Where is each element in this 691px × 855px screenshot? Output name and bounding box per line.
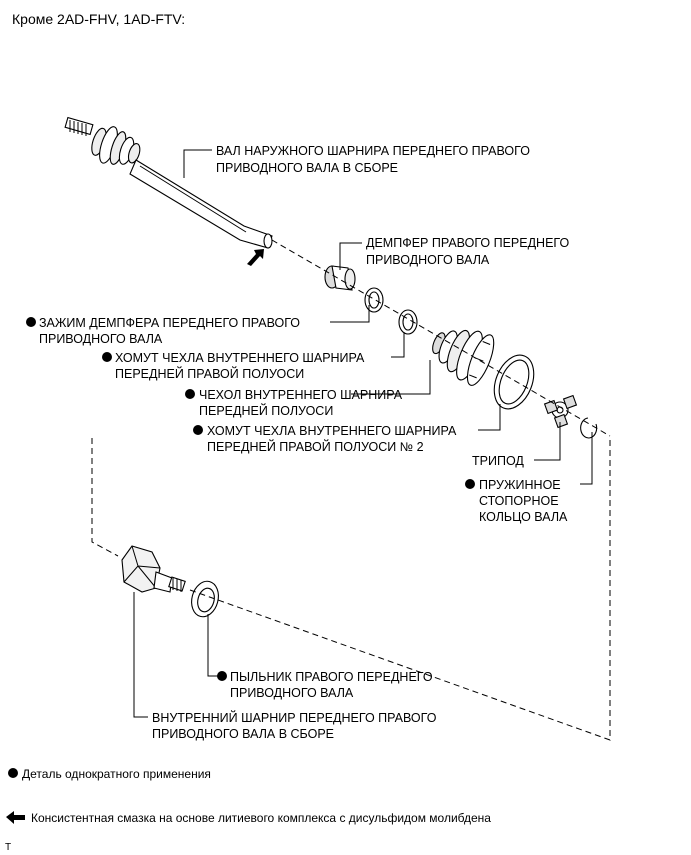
legend-non-reusable: Деталь однократного применения: [22, 767, 211, 781]
dust-cover-drawing: [191, 580, 219, 618]
label-snap-ring-line2: СТОПОРНОЕ: [479, 494, 559, 508]
label-damper-clamp: ЗАЖИМ ДЕМПФЕРА ПЕРЕДНЕГО ПРАВОГО ПРИВОДН…: [26, 316, 300, 346]
non-reusable-marker-icon: [185, 389, 195, 399]
label-snap-ring-line1: ПРУЖИННОЕ: [479, 478, 561, 492]
non-reusable-marker-icon: [465, 479, 475, 489]
label-damper-line1: ДЕМПФЕР ПРАВОГО ПЕРЕДНЕГО: [366, 236, 569, 250]
label-damper: ДЕМПФЕР ПРАВОГО ПЕРЕДНЕГО ПРИВОДНОГО ВАЛ…: [366, 236, 569, 267]
label-boot-clamp-line1: ХОМУТ ЧЕХЛА ВНУТРЕННЕГО ШАРНИРА: [115, 351, 365, 365]
label-damper-line2: ПРИВОДНОГО ВАЛА: [366, 253, 490, 267]
label-damper-clamp-line1: ЗАЖИМ ДЕМПФЕРА ПЕРЕДНЕГО ПРАВОГО: [39, 316, 300, 330]
grease-legend-arrow-icon: [6, 811, 25, 824]
non-reusable-legend-icon: [8, 768, 18, 778]
label-inner-joint: ВНУТРЕННИЙ ШАРНИР ПЕРЕДНЕГО ПРАВОГО ПРИВ…: [152, 710, 437, 741]
non-reusable-marker-icon: [26, 317, 36, 327]
boot-clamp-2-drawing: [493, 354, 535, 410]
label-boot-clamp-2-line2: ПЕРЕДНЕЙ ПРАВОЙ ПОЛУОСИ № 2: [207, 439, 424, 454]
assembly-axis-right: [189, 438, 611, 741]
non-reusable-marker-icon: [102, 352, 112, 362]
outer-shaft-drawing: [64, 116, 273, 266]
diagram-title: Кроме 2AD-FHV, 1AD-FTV:: [12, 11, 185, 27]
label-boot-clamp-2-line1: ХОМУТ ЧЕХЛА ВНУТРЕННЕГО ШАРНИРА: [207, 424, 457, 438]
inner-joint-drawing: [121, 545, 186, 593]
assembly-axis-left: [91, 438, 119, 557]
label-inner-joint-line2: ПРИВОДНОГО ВАЛА В СБОРЕ: [152, 727, 334, 741]
label-boot-clamp-2: ХОМУТ ЧЕХЛА ВНУТРЕННЕГО ШАРНИРА ПЕРЕДНЕЙ…: [193, 424, 457, 454]
label-dust-cover-line1: ПЫЛЬНИК ПРАВОГО ПЕРЕДНЕГО: [230, 670, 433, 684]
legend: Деталь однократного применения Консистен…: [6, 767, 491, 825]
label-dust-cover-line2: ПРИВОДНОГО ВАЛА: [230, 686, 354, 700]
label-snap-ring: ПРУЖИННОЕ СТОПОРНОЕ КОЛЬЦО ВАЛА: [465, 478, 568, 524]
grease-arrow-icon: [247, 249, 264, 266]
label-tripod: ТРИПОД: [472, 454, 524, 468]
label-boot: ЧЕХОЛ ВНУТРЕННЕГО ШАРНИРА ПЕРЕДНЕЙ ПОЛУО…: [185, 388, 403, 418]
assembly-axis-line: [271, 239, 611, 437]
label-damper-clamp-line2: ПРИВОДНОГО ВАЛА: [39, 332, 163, 346]
label-snap-ring-line3: КОЛЬЦО ВАЛА: [479, 510, 568, 524]
damper-drawing: [324, 265, 356, 291]
label-outer-shaft: ВАЛ НАРУЖНОГО ШАРНИРА ПЕРЕДНЕГО ПРАВОГО …: [216, 144, 530, 175]
non-reusable-marker-icon: [217, 671, 227, 681]
label-outer-shaft-line1: ВАЛ НАРУЖНОГО ШАРНИРА ПЕРЕДНЕГО ПРАВОГО: [216, 144, 530, 158]
label-boot-clamp: ХОМУТ ЧЕХЛА ВНУТРЕННЕГО ШАРНИРА ПЕРЕДНЕЙ…: [102, 351, 365, 381]
label-dust-cover: ПЫЛЬНИК ПРАВОГО ПЕРЕДНЕГО ПРИВОДНОГО ВАЛ…: [217, 670, 433, 700]
inner-boot-drawing: [432, 329, 495, 386]
legend-grease: Консистентная смазка на основе литиевого…: [31, 811, 491, 825]
snap-ring-drawing: [580, 417, 598, 439]
non-reusable-marker-icon: [193, 425, 203, 435]
damper-clamp-drawing: [364, 287, 384, 313]
tripod-drawing: [543, 394, 578, 429]
label-inner-joint-line1: ВНУТРЕННИЙ ШАРНИР ПЕРЕДНЕГО ПРАВОГО: [152, 710, 437, 725]
footer-mark: T: [5, 842, 11, 853]
label-boot-line2: ПЕРЕДНЕЙ ПОЛУОСИ: [199, 403, 333, 418]
label-outer-shaft-line2: ПРИВОДНОГО ВАЛА В СБОРЕ: [216, 161, 398, 175]
label-tripod-line1: ТРИПОД: [472, 454, 524, 468]
label-boot-clamp-line2: ПЕРЕДНЕЙ ПРАВОЙ ПОЛУОСИ: [115, 366, 304, 381]
label-boot-line1: ЧЕХОЛ ВНУТРЕННЕГО ШАРНИРА: [199, 388, 403, 402]
